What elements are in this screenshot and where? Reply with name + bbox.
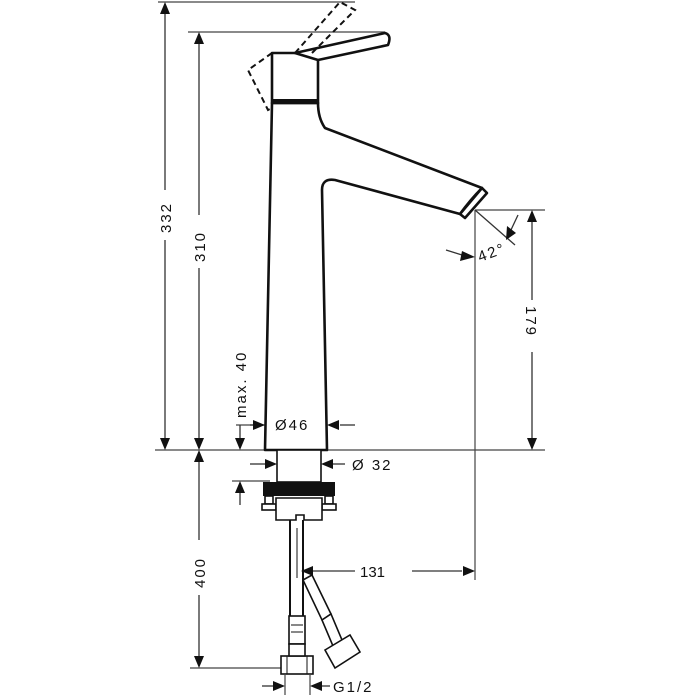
dimension-max40 bbox=[235, 425, 245, 505]
label-max40: max. 40 bbox=[233, 351, 250, 418]
dimension-d32 bbox=[250, 459, 345, 469]
dimension-g12 bbox=[262, 674, 330, 695]
dimension-400 bbox=[194, 450, 204, 668]
dimension-d46 bbox=[250, 420, 355, 430]
dimension-310 bbox=[194, 32, 204, 450]
label-310: 310 bbox=[192, 231, 209, 262]
supply-hoses bbox=[280, 520, 362, 675]
shank-assembly bbox=[261, 449, 337, 521]
dimension-179 bbox=[527, 210, 537, 450]
dimension-131 bbox=[301, 566, 475, 576]
label-angle-42: 42° bbox=[476, 240, 509, 266]
dimension-332 bbox=[160, 2, 170, 450]
label-d46: Ø46 bbox=[275, 417, 309, 434]
faucet-body bbox=[246, 0, 489, 452]
label-332: 332 bbox=[158, 202, 175, 233]
label-g12: G1/2 bbox=[333, 679, 374, 696]
label-179: 179 bbox=[522, 306, 539, 337]
label-131: 131 bbox=[360, 564, 385, 581]
dimension-angle-42 bbox=[445, 209, 519, 261]
extension-lines bbox=[155, 1, 545, 669]
label-400: 400 bbox=[192, 557, 209, 588]
label-d32: Ø 32 bbox=[352, 457, 393, 474]
